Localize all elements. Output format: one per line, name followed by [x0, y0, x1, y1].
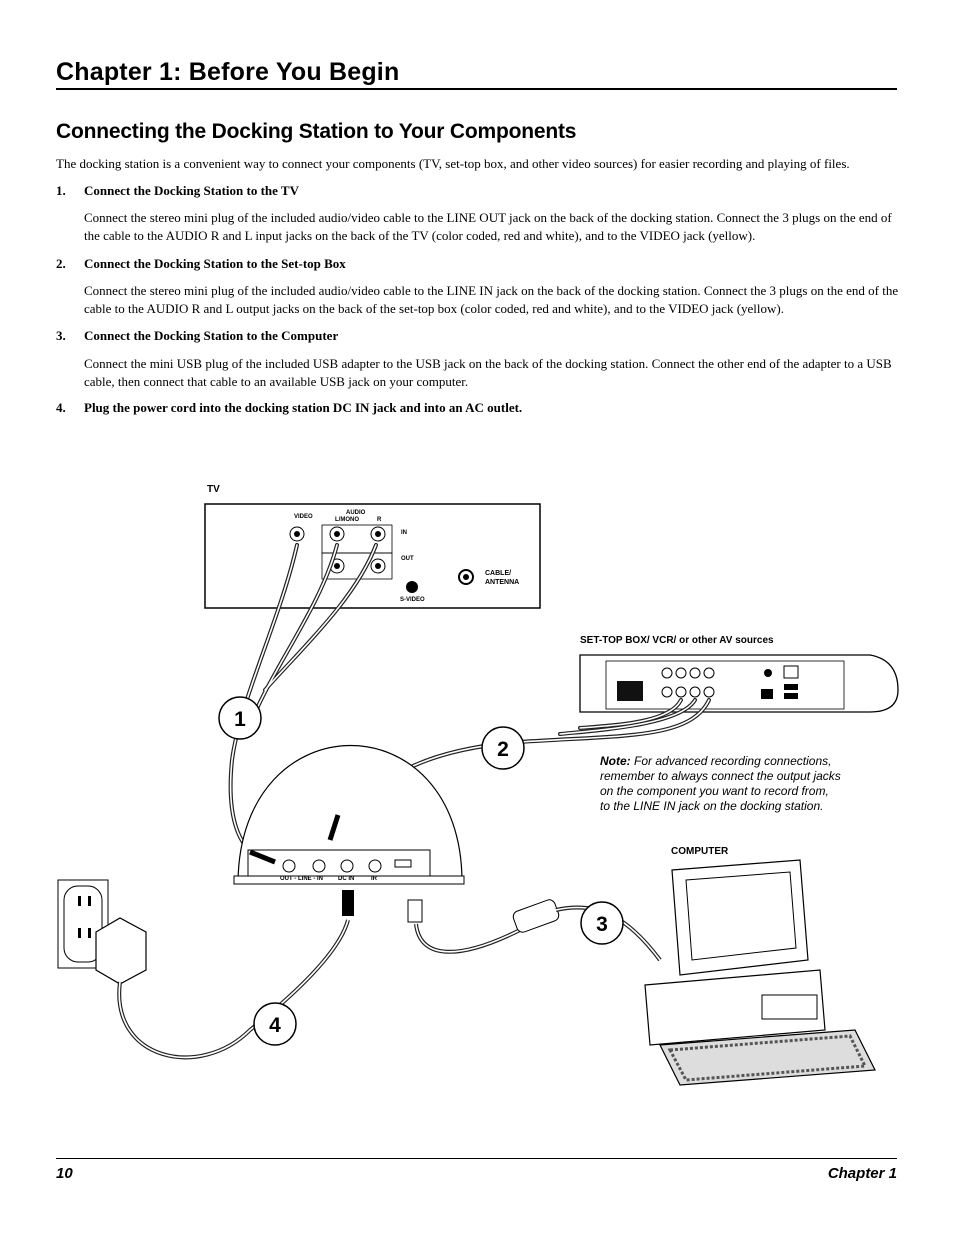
note-lead: Note:	[600, 754, 631, 768]
tv-audio-label: AUDIO	[346, 510, 366, 516]
callout-1: 1	[218, 696, 262, 740]
note-line-4: to the LINE IN jack on the docking stati…	[600, 799, 823, 813]
step-2-title: Connect the Docking Station to the Set-t…	[84, 256, 346, 271]
svg-text:3: 3	[596, 913, 608, 936]
step-1-number: 1.	[56, 183, 66, 198]
footer-rule	[56, 1158, 897, 1159]
tv-lmono-label: L/MONO	[335, 517, 359, 523]
tv-svideo-label: S-VIDEO	[400, 597, 425, 603]
note-line-3: on the component you want to record from…	[600, 784, 829, 798]
note-block: Note: For advanced recording connections…	[600, 754, 841, 813]
tv-cable-label: CABLE/	[485, 570, 511, 577]
tv-r-label: R	[377, 517, 382, 523]
tv-label: TV	[207, 484, 220, 495]
step-2-body: Connect the stereo mini plug of the incl…	[84, 283, 899, 316]
stb-label: SET-TOP BOX/ VCR/ or other AV sources	[580, 635, 774, 646]
step-3-title: Connect the Docking Station to the Compu…	[84, 328, 339, 343]
step-4-number: 4.	[56, 400, 66, 415]
tv-panel: TV VIDEO AUDIO L/MONO R IN OUT S-VIDEO C…	[204, 484, 541, 609]
callout-2: 2	[481, 726, 525, 770]
section-title: Connecting the Docking Station to Your C…	[56, 120, 577, 143]
step-4-heading: 4. Plug the power cord into the docking s…	[56, 400, 522, 416]
computer-label: COMPUTER	[671, 846, 729, 857]
footer-page-number: 10	[56, 1165, 73, 1182]
dock-ir-label: IR	[371, 876, 378, 882]
callout-4: 4	[253, 1002, 297, 1046]
tv-out-label: OUT	[401, 556, 414, 562]
tv-video-label: VIDEO	[294, 514, 313, 520]
step-1-title: Connect the Docking Station to the TV	[84, 183, 299, 198]
svg-text:Note: For advanced recording c: Note: For advanced recording connections…	[600, 754, 831, 768]
step-3-body: Connect the mini USB plug of the include…	[84, 356, 892, 389]
step-1-heading: 1. Connect the Docking Station to the TV	[56, 183, 299, 199]
svg-text:2: 2	[497, 738, 509, 761]
step-1-body: Connect the stereo mini plug of the incl…	[84, 210, 892, 243]
computer: COMPUTER	[644, 846, 876, 1086]
svideo-jack	[406, 581, 418, 593]
intro-paragraph: The docking station is a convenient way …	[56, 156, 850, 171]
step-2-number: 2.	[56, 256, 66, 271]
set-top-box: SET-TOP BOX/ VCR/ or other AV sources	[579, 635, 899, 713]
tv-antenna-label: ANTENNA	[485, 579, 519, 586]
chapter-title: Chapter 1: Before You Begin	[56, 58, 400, 86]
footer-chapter: Chapter 1	[827, 1165, 897, 1182]
dock-dcin-label: DC IN	[338, 876, 354, 882]
svg-text:4: 4	[269, 1014, 281, 1037]
svg-text:1: 1	[234, 708, 246, 731]
chapter-rule	[56, 88, 897, 90]
dock-out-in-label: OUT - LINE - IN	[280, 876, 323, 882]
tv-in-label: IN	[401, 530, 407, 536]
note-line-2: remember to always connect the output ja…	[600, 769, 841, 783]
step-3-heading: 3. Connect the Docking Station to the Com…	[56, 328, 338, 344]
step-3-number: 3.	[56, 328, 66, 343]
note-line-1: For advanced recording connections,	[634, 754, 831, 768]
step-4-title: Plug the power cord into the docking sta…	[84, 400, 523, 415]
step-2-heading: 2. Connect the Docking Station to the Set…	[56, 256, 346, 272]
wall-outlet	[57, 879, 354, 1060]
connection-diagram: TV VIDEO AUDIO L/MONO R IN OUT S-VIDEO C…	[57, 484, 899, 1086]
docking-station: OUT - LINE - IN DC IN IR	[233, 745, 465, 885]
callout-3: 3	[580, 901, 624, 945]
